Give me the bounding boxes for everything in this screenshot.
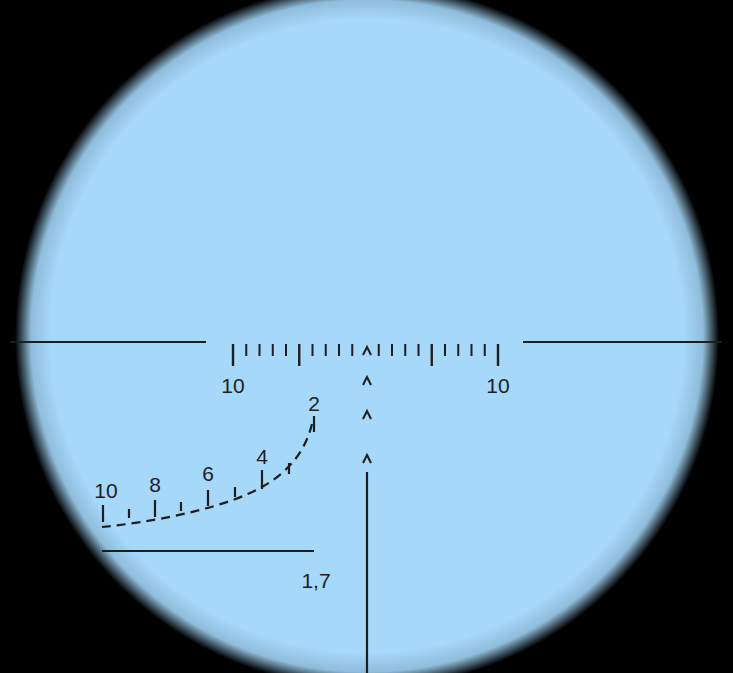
- scale-number: 10: [221, 375, 244, 396]
- scale-tick: [404, 344, 406, 356]
- scale-tick: [272, 344, 274, 356]
- range-tick: [288, 463, 290, 474]
- chevron: [363, 411, 371, 419]
- aiming-post: [366, 472, 368, 673]
- scale-tick: [378, 344, 380, 356]
- reticle-lines: [10, 342, 722, 673]
- rangefinder-ticks: [103, 416, 314, 522]
- scale-tick: [338, 344, 340, 356]
- range-number: 2: [308, 393, 320, 414]
- range-tick: [154, 500, 156, 517]
- scale-tick: [245, 344, 247, 356]
- chevron: [363, 377, 371, 385]
- scale-tick: [298, 344, 300, 366]
- scale-tick: [418, 344, 420, 356]
- scale-tick: [285, 344, 287, 356]
- range-number: 6: [202, 463, 214, 484]
- left-crosshair: [10, 341, 206, 343]
- lens-field: [15, 0, 719, 673]
- range-number: 4: [256, 446, 268, 467]
- scale-tick: [351, 344, 353, 356]
- range-tick: [261, 470, 263, 489]
- range-tick: [313, 416, 315, 432]
- range-number: 10: [94, 480, 117, 501]
- aiming-chevrons: [363, 347, 371, 463]
- scale-tick: [484, 344, 486, 356]
- range-number: 8: [149, 474, 161, 495]
- range-tick: [207, 490, 209, 506]
- scale-tick: [431, 344, 433, 366]
- scale-tick: [232, 344, 234, 366]
- scale-tick: [471, 344, 473, 356]
- right-crosshair: [523, 341, 722, 343]
- scale-tick: [497, 344, 499, 366]
- scale-tick: [325, 344, 327, 356]
- scale-tick: [457, 344, 459, 356]
- range-tick: [180, 502, 182, 511]
- height-baseline: [102, 550, 314, 552]
- scale-tick: [391, 344, 393, 356]
- rangefinder-curve: [102, 424, 312, 527]
- deflection-scale: [233, 344, 498, 366]
- scale-tick: [312, 344, 314, 356]
- range-tick: [234, 487, 236, 497]
- scale-tick: [444, 344, 446, 356]
- height-number: 1,7: [301, 570, 330, 591]
- chevron: [363, 347, 371, 355]
- chevron: [363, 455, 371, 463]
- range-tick: [102, 505, 104, 522]
- range-tick: [128, 509, 130, 518]
- scale-tick: [259, 344, 261, 356]
- scale-number: 10: [486, 375, 509, 396]
